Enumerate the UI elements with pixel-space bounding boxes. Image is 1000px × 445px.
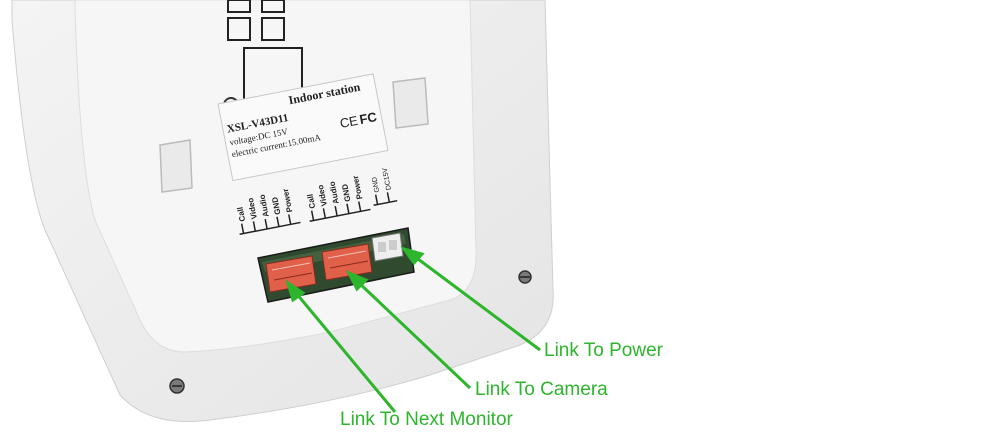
terminal-label: Call: [236, 206, 248, 222]
connector-camera: [321, 243, 373, 281]
terminal-label: Call: [306, 193, 318, 209]
terminal-label: GND: [371, 176, 381, 193]
terminal-label: Video: [246, 197, 259, 220]
terminal-label: Audio: [328, 181, 341, 205]
terminal-label: Video: [316, 184, 329, 207]
arrow-head-icon: [285, 279, 306, 303]
callout-line-camera: [356, 280, 472, 390]
spec-label: Indoor station XSL-V43D11 voltage:DC 15V…: [217, 73, 389, 182]
callout-line-monitor: [294, 292, 397, 413]
mounting-clip-right: [392, 77, 429, 129]
terminal-label: GND: [270, 196, 282, 215]
vent-slot: [261, 17, 285, 41]
arrow-head-icon: [400, 246, 425, 266]
mounting-clip-left: [159, 139, 193, 193]
terminal-label: Power: [281, 188, 294, 213]
vent-slot: [227, 0, 251, 13]
fcc-mark-icon: FC: [358, 109, 378, 127]
terminal-group-a: Call Video Audio GND Power: [236, 188, 301, 236]
terminal-label: GND: [340, 183, 352, 202]
callout-line-power: [413, 254, 541, 352]
vent-slot: [227, 17, 251, 41]
ce-mark-icon: CE: [339, 113, 360, 131]
arrow-head-icon: [345, 270, 369, 292]
terminal-group-b: Call Video Audio GND Power: [306, 175, 371, 223]
terminal-label: DC15V: [382, 167, 393, 191]
terminal-group-c: GND DC15V: [371, 167, 398, 207]
connector-monitor: [265, 255, 317, 293]
vent-slot: [261, 0, 285, 13]
callout-power-label: Link To Power: [544, 340, 663, 361]
terminal-label: Audio: [258, 194, 271, 218]
callout-monitor-label: Link To Next Monitor: [340, 409, 513, 430]
screw-icon: [518, 270, 532, 284]
connector-power: [371, 232, 404, 262]
screw-icon: [169, 378, 185, 394]
callout-camera-label: Link To Camera: [475, 379, 608, 400]
terminal-label: Power: [351, 175, 364, 200]
